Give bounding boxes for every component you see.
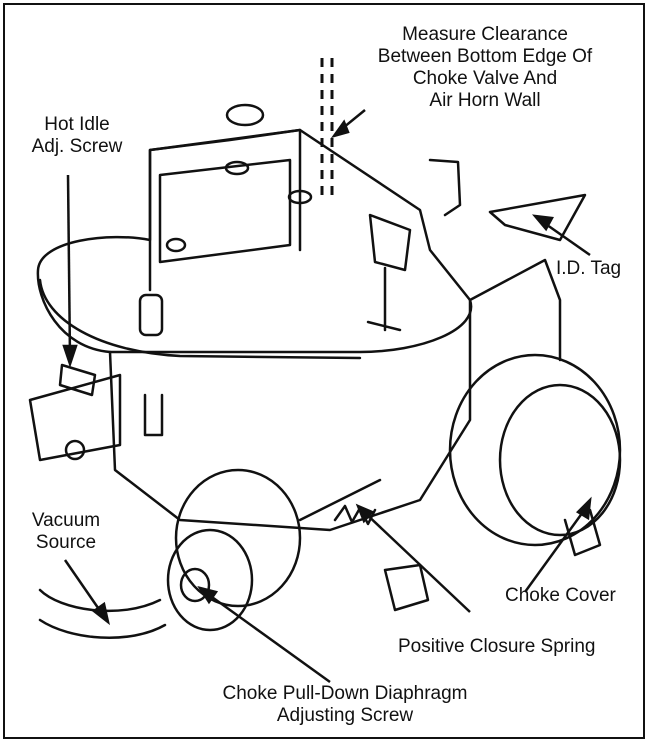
pulldown-diaphragm-outer <box>174 468 302 608</box>
plate-rim <box>38 278 362 360</box>
pulldown-line-1: Choke Pull-Down Diaphragm <box>222 683 468 704</box>
closure-spring <box>333 504 377 526</box>
leader-hot-idle <box>66 174 72 359</box>
leader-closure <box>361 509 471 613</box>
stud-1 <box>165 237 187 253</box>
vacuum-source-label: Vacuum Source <box>16 510 116 554</box>
choke-cap-inner <box>498 383 622 537</box>
air-horn-plate <box>36 128 473 354</box>
pulldown-label: Choke Pull-Down Diaphragm Adjusting Scre… <box>180 683 510 727</box>
leader-choke-cover <box>523 504 590 593</box>
lower-fitting <box>383 563 430 612</box>
stud-2 <box>138 293 164 337</box>
bore-boss-3 <box>287 189 313 205</box>
carburetor-body <box>108 298 472 532</box>
arrow-hot-idle <box>62 344 78 368</box>
vent-tube <box>428 158 462 217</box>
measure-line-4: Air Horn Wall <box>429 90 541 111</box>
vacuum-hose <box>38 588 162 613</box>
arrow-pulldown <box>197 586 219 605</box>
hot-idle-line-2: Adj. Screw <box>31 136 123 157</box>
base-flange <box>28 373 122 462</box>
pulldown-adjusting-screw <box>179 567 211 603</box>
arrow-id-tag <box>531 214 554 232</box>
hot-idle-line-1: Hot Idle <box>44 114 110 135</box>
choke-bore <box>148 128 302 292</box>
vacuum-hose-lower <box>38 618 167 639</box>
arrow-closure <box>355 503 375 524</box>
choke-cap-connector <box>563 508 602 557</box>
body-side <box>468 258 562 362</box>
leader-pulldown <box>204 590 331 684</box>
hot-idle-label: Hot Idle Adj. Screw <box>22 114 132 158</box>
pulldown-rod <box>298 478 382 522</box>
measure-line-1: Measure Clearance <box>402 24 568 45</box>
id-tag-label: I.D. Tag <box>556 258 622 279</box>
bore-boss-2 <box>224 160 250 176</box>
vacuum-line-2: Source <box>35 532 97 553</box>
choke-cap-outer <box>448 353 622 547</box>
pulldown-line-2: Adjusting Screw <box>276 705 414 726</box>
measure-clearance-label: Measure Clearance Between Bottom Edge Of… <box>340 24 630 112</box>
hot-idle-screw <box>58 363 97 397</box>
bore-boss-1 <box>225 103 265 127</box>
choke-linkage <box>366 213 412 332</box>
positive-closure-label: Positive Closure Spring <box>398 636 596 657</box>
flange-bolt <box>64 439 86 461</box>
choke-valve-plate <box>158 158 292 264</box>
arrow-choke-cover <box>575 496 592 521</box>
arrow-measure <box>330 119 350 139</box>
diagram-border <box>3 3 645 739</box>
fuel-tube <box>143 393 164 437</box>
choke-cover-label: Choke Cover <box>505 585 616 606</box>
vacuum-line-1: Vacuum <box>31 510 101 531</box>
measure-line-3: Choke Valve And <box>412 68 558 89</box>
id-tag-shape <box>488 193 587 242</box>
pulldown-diaphragm-inner <box>166 528 254 632</box>
arrow-vacuum <box>91 601 110 626</box>
measure-line-2: Between Bottom Edge Of <box>377 46 593 67</box>
